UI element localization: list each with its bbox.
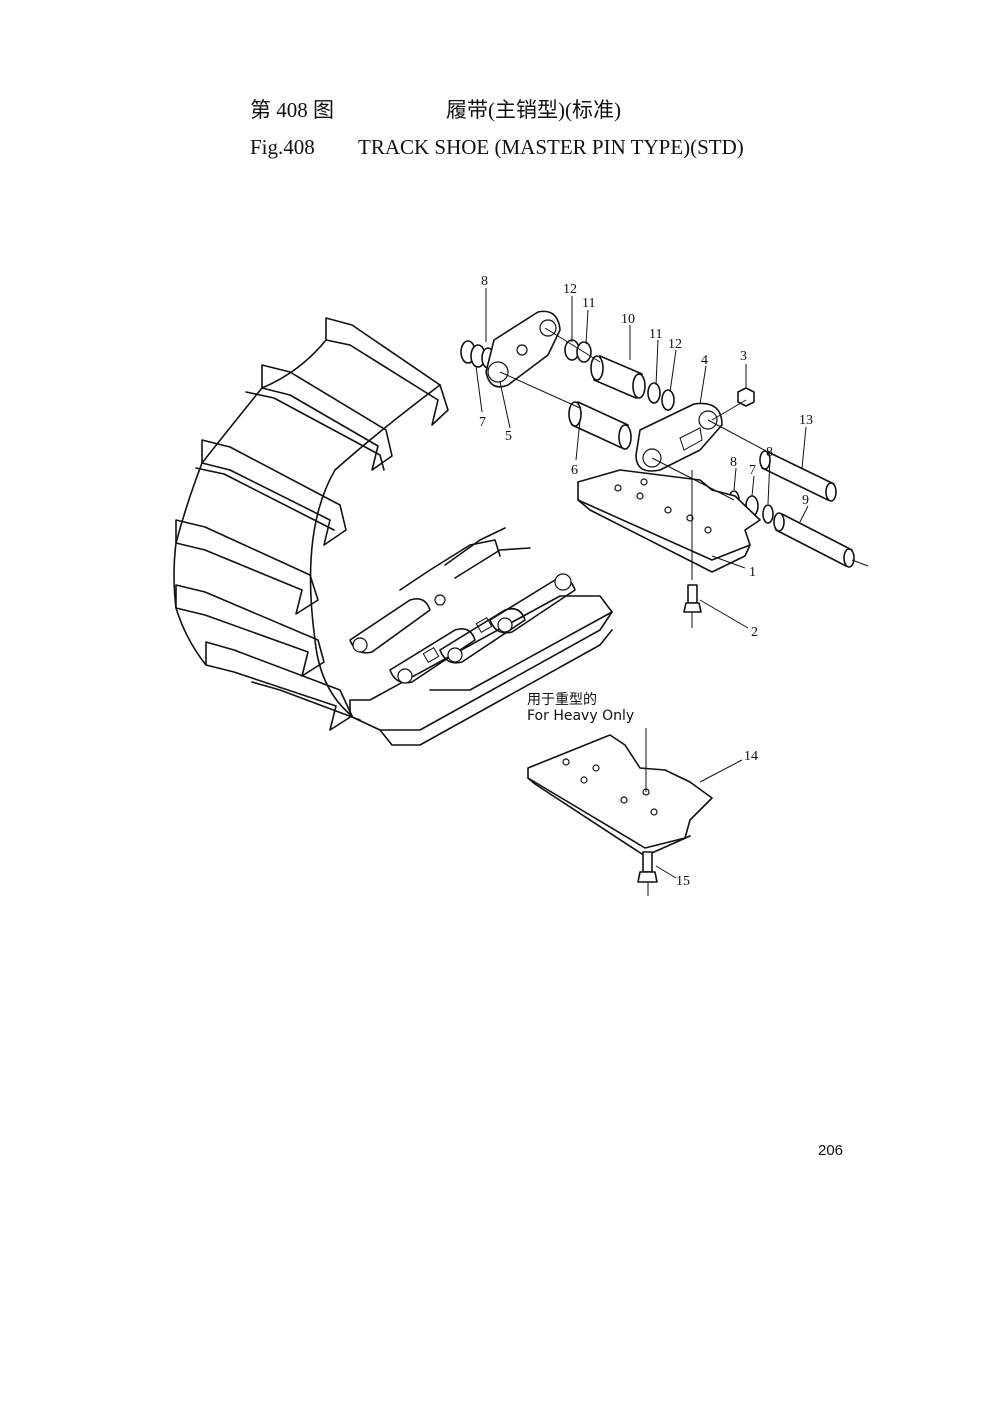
- callout-label: 4: [701, 353, 708, 368]
- callout-label: 8: [766, 445, 773, 460]
- bushing-part-6: [568, 401, 632, 450]
- callout-label: 8: [481, 274, 488, 289]
- callout-label: 14: [744, 749, 758, 764]
- callout-label: 6: [571, 463, 578, 478]
- callout-label: 7: [479, 415, 486, 430]
- track-shoe-part-1: [577, 469, 761, 573]
- figure-title-cn: 履带(主销型)(标准): [446, 98, 621, 122]
- callout-label: 11: [582, 296, 595, 311]
- callout-label: 3: [740, 349, 747, 364]
- figure-number-en: Fig.408: [250, 135, 315, 159]
- track-assembly-drawing: [173, 317, 613, 746]
- figure-number-cn: 第 408 图: [250, 98, 334, 122]
- callout-label: 12: [563, 282, 577, 297]
- bolt-part-15: [637, 851, 658, 896]
- link-part-5: [485, 310, 561, 388]
- bushing-part-10: [590, 355, 646, 399]
- callout-label: 11: [649, 327, 662, 342]
- pin-part-9: [773, 512, 855, 568]
- page-number: 206: [818, 1142, 844, 1159]
- callout-label: 10: [621, 312, 635, 327]
- heavy-track-shoe-part-14: [527, 728, 713, 857]
- callout-label: 1: [749, 565, 756, 580]
- callout-label: 8: [730, 455, 737, 470]
- assembly-guide-lines: [499, 327, 869, 567]
- figure-title-en: TRACK SHOE (MASTER PIN TYPE)(STD): [358, 135, 744, 159]
- pin-part-13: [759, 450, 837, 502]
- callout-leader-lines: [475, 288, 809, 879]
- heavy-only-note-cn: 用于重型的: [527, 692, 597, 708]
- callout-label: 12: [668, 337, 682, 352]
- callout-label: 7: [749, 463, 756, 478]
- callout-label: 13: [799, 413, 813, 428]
- link-part-4: [635, 402, 723, 472]
- callout-numbers: 8 12 11 10 11 12 4 3 7 5 6 13 8 7 8 9 1 …: [479, 274, 813, 889]
- bolt-part-2: [683, 470, 702, 628]
- callout-label: 15: [676, 874, 690, 889]
- callout-label: 9: [802, 493, 809, 508]
- callout-label: 5: [505, 429, 512, 444]
- callout-label: 2: [751, 625, 758, 640]
- heavy-only-note-en: For Heavy Only: [527, 708, 634, 724]
